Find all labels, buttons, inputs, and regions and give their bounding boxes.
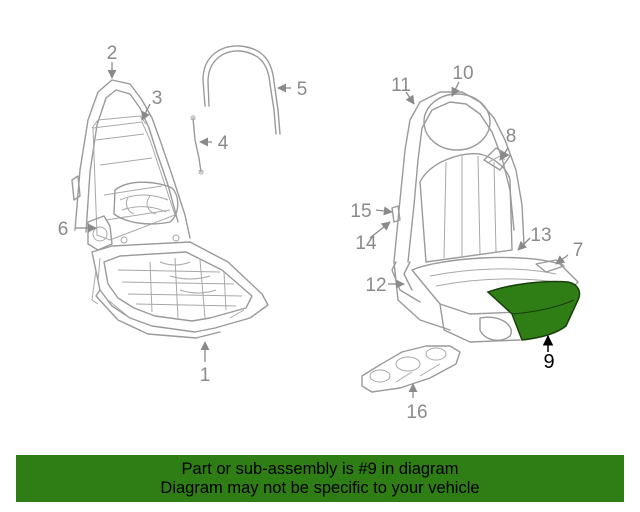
part-5-wire <box>202 45 281 135</box>
part-8-bracket <box>483 147 511 171</box>
callout-2: 2 <box>107 43 118 64</box>
callout-8: 8 <box>506 126 517 147</box>
callout-6: 6 <box>58 219 69 240</box>
part-7-tab <box>535 259 565 273</box>
callout-16: 16 <box>406 402 427 423</box>
info-banner: Part or sub-assembly is #9 in diagram Di… <box>16 455 624 502</box>
callout-7: 7 <box>573 240 584 261</box>
banner-line-2: Diagram may not be specific to your vehi… <box>160 478 480 497</box>
part-15-clip <box>391 205 401 223</box>
callout-15: 15 <box>350 201 371 222</box>
seat-frame <box>71 79 269 339</box>
callout-3: 3 <box>152 88 163 109</box>
callout-11: 11 <box>391 75 411 96</box>
banner-line-1: Part or sub-assembly is #9 in diagram <box>181 459 459 478</box>
callout-9: 9 <box>543 351 554 373</box>
callout-1: 1 <box>200 365 211 386</box>
part-4-wire <box>192 117 202 173</box>
callout-4: 4 <box>218 133 229 154</box>
callout-5: 5 <box>297 79 308 100</box>
callout-12: 12 <box>365 275 386 296</box>
part-9-highlight <box>486 280 581 341</box>
parts-diagram: 1 2 3 4 5 6 7 8 9 10 11 12 13 14 15 16 <box>58 43 584 423</box>
callout-13: 13 <box>530 225 551 246</box>
callout-10: 10 <box>452 63 473 84</box>
part-16-switch-panel <box>361 345 461 393</box>
callout-14: 14 <box>355 233 377 254</box>
